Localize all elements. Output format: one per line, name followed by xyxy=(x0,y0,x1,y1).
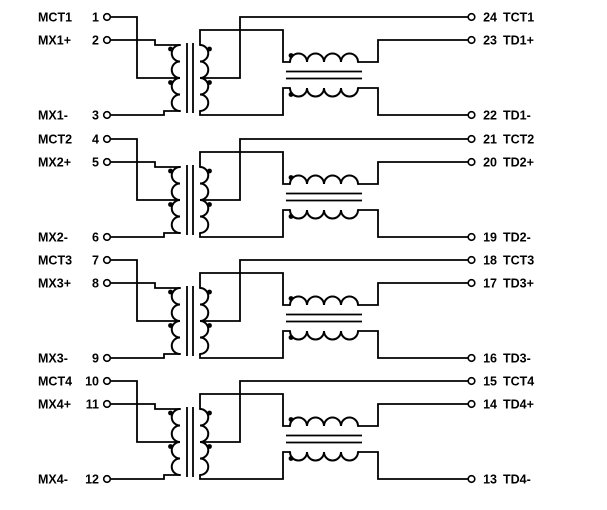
pin-number-label: 2 xyxy=(92,34,99,48)
pin-number-label: 5 xyxy=(92,156,99,170)
pin-name-label: TCT3 xyxy=(503,254,534,268)
pin-number-label: 4 xyxy=(92,133,99,147)
pin-number-label: 16 xyxy=(483,352,497,366)
pin-number-label: 9 xyxy=(92,352,99,366)
pin-number-label: 20 xyxy=(483,156,497,170)
pin-name-label: TD4+ xyxy=(503,398,534,412)
pin-name-label: TCT4 xyxy=(503,375,534,389)
pin-number-label: 8 xyxy=(92,277,99,291)
pin-number-label: 1 xyxy=(92,11,99,25)
pin-name-label: MCT3 xyxy=(38,254,72,268)
pin-name-label: MCT4 xyxy=(38,375,72,389)
pin-number-label: 18 xyxy=(483,254,497,268)
pin-name-label: MX4- xyxy=(38,473,68,487)
pin-number-label: 17 xyxy=(483,277,497,291)
pin-number-label: 13 xyxy=(483,473,497,487)
pin-number-label: 3 xyxy=(92,109,99,123)
pin-number-label: 12 xyxy=(85,473,99,487)
pin-name-label: TCT1 xyxy=(503,11,534,25)
pin-number-label: 21 xyxy=(483,133,497,147)
pin-name-label: MCT2 xyxy=(38,133,72,147)
pin-number-label: 19 xyxy=(483,231,497,245)
pin-number-label: 10 xyxy=(85,375,99,389)
pin-name-label: MX2- xyxy=(38,231,68,245)
pin-number-label: 22 xyxy=(483,109,497,123)
pin-name-label: TD3+ xyxy=(503,277,534,291)
pin-name-label: TD2+ xyxy=(503,156,534,170)
pin-name-label: TD4- xyxy=(503,473,531,487)
pin-name-label: TCT2 xyxy=(503,133,534,147)
transformer-section-3: MCT3 7 MX3+ 8 MX3- 9 18 TCT3 17 TD3+ 16 … xyxy=(38,254,534,366)
pin-number-label: 7 xyxy=(92,254,99,268)
pin-name-label: MX3- xyxy=(38,352,68,366)
pin-name-label: TD1- xyxy=(503,109,531,123)
pin-name-label: MX1- xyxy=(38,109,68,123)
pin-number-label: 15 xyxy=(483,375,497,389)
pin-number-label: 23 xyxy=(483,34,497,48)
pin-name-label: MX3+ xyxy=(38,277,71,291)
transformer-section-4: MCT4 10 MX4+ 11 MX4- 12 15 TCT4 14 TD4+ … xyxy=(38,375,534,487)
pin-name-label: MCT1 xyxy=(38,11,72,25)
pin-number-label: 6 xyxy=(92,231,99,245)
pin-number-label: 24 xyxy=(483,11,497,25)
pin-number-label: 11 xyxy=(86,398,99,412)
pin-name-label: TD3- xyxy=(503,352,531,366)
transformer-section-1: MCT1 1 MX1+ 2 MX1- 3 24 TCT1 23 TD1+ 22 … xyxy=(38,11,534,123)
pin-name-label: TD2- xyxy=(503,231,531,245)
pin-name-label: MX4+ xyxy=(38,398,71,412)
pin-name-label: TD1+ xyxy=(503,34,534,48)
transformer-section-2: MCT2 4 MX2+ 5 MX2- 6 21 TCT2 20 TD2+ 19 … xyxy=(38,133,534,245)
pin-name-label: MX2+ xyxy=(38,156,71,170)
pin-number-label: 14 xyxy=(483,398,497,412)
pin-name-label: MX1+ xyxy=(38,34,71,48)
